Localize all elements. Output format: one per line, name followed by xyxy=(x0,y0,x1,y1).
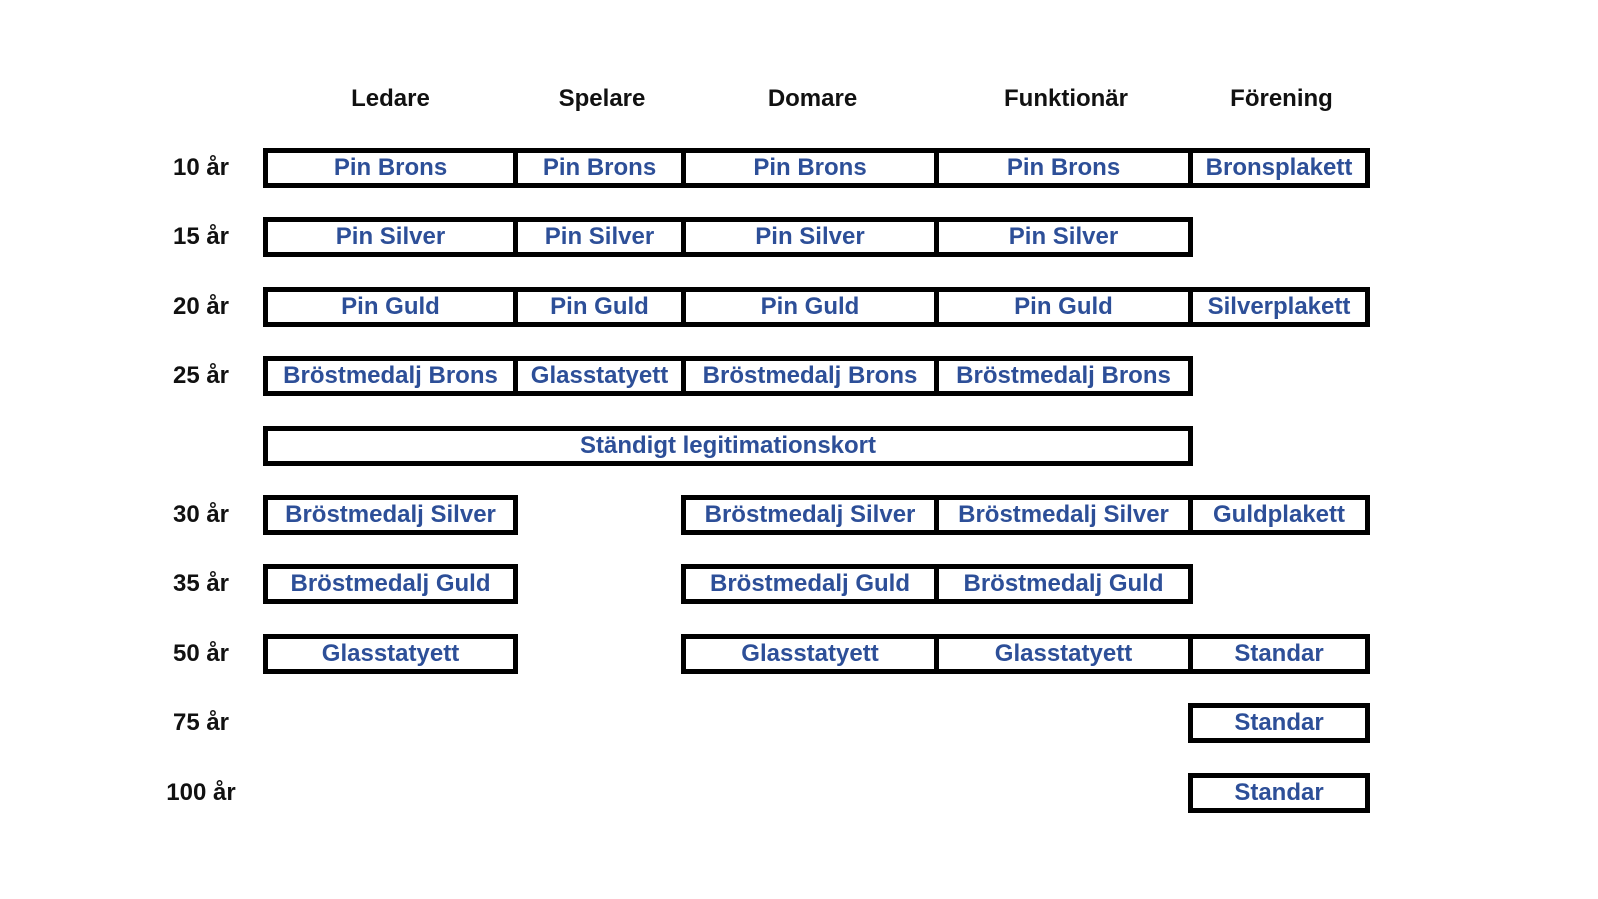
year-label: 10 år xyxy=(172,154,230,181)
award-cell-forening: Standar xyxy=(1188,703,1370,743)
award-cell-spelare: Pin Guld xyxy=(513,287,686,327)
award-cell-ledare: Pin Silver xyxy=(263,217,518,257)
award-label: Pin Silver xyxy=(544,223,655,250)
award-cell-forening: Standar xyxy=(1188,773,1370,813)
year-label: 75 år xyxy=(172,709,230,736)
award-cell-ledare: Bröstmedalj Silver xyxy=(263,495,518,535)
award-cell-forening: Guldplakett xyxy=(1188,495,1370,535)
award-label: Pin Brons xyxy=(333,154,448,181)
award-label: Pin Guld xyxy=(341,293,440,320)
award-label: Pin Guld xyxy=(1014,293,1113,320)
award-cell-forening: Silverplakett xyxy=(1188,287,1370,327)
year-label: 100 år xyxy=(166,779,236,806)
award-cell-funktionar: Pin Brons xyxy=(934,148,1193,188)
year-label: 20 år xyxy=(172,293,230,320)
award-cell-domare: Pin Brons xyxy=(681,148,939,188)
award-cell-domare: Bröstmedalj Brons xyxy=(681,356,939,396)
award-label: Bröstmedalj Silver xyxy=(704,501,916,528)
column-header-ledare: Ledare xyxy=(351,85,430,112)
award-label: Standar xyxy=(1234,779,1324,806)
award-label: Guldplakett xyxy=(1212,501,1345,528)
award-label: Pin Brons xyxy=(1006,154,1121,181)
award-label: Pin Guld xyxy=(550,293,649,320)
award-cell-funktionar: Pin Silver xyxy=(934,217,1193,257)
award-label: Pin Silver xyxy=(755,223,865,250)
year-label: 35 år xyxy=(172,570,230,597)
award-cell-funktionar: Bröstmedalj Brons xyxy=(934,356,1193,396)
award-label: Glasstatyett xyxy=(530,362,669,389)
award-cell-domare: Bröstmedalj Silver xyxy=(681,495,939,535)
year-label: 30 år xyxy=(172,501,230,528)
award-label: Glasstatyett xyxy=(321,640,460,667)
award-label: Glasstatyett xyxy=(741,640,879,667)
award-label: Standar xyxy=(1234,709,1324,736)
award-cell-funktionar: Pin Guld xyxy=(934,287,1193,327)
column-header-spelare: Spelare xyxy=(558,85,646,112)
award-label: Pin Brons xyxy=(753,154,867,181)
award-label: Glasstatyett xyxy=(994,640,1133,667)
award-cell-domare: Bröstmedalj Guld xyxy=(681,564,939,604)
award-label: Pin Guld xyxy=(760,293,860,320)
award-cell-domare: Pin Silver xyxy=(681,217,939,257)
award-cell-funktionar: Glasstatyett xyxy=(934,634,1193,674)
award-label: Bröstmedalj Silver xyxy=(285,501,496,528)
award-label: Silverplakett xyxy=(1207,293,1351,320)
award-label: Pin Brons xyxy=(542,154,657,181)
column-header-forening: Förening xyxy=(1230,85,1333,112)
award-cell-funktionar: Bröstmedalj Silver xyxy=(934,495,1193,535)
award-label: Bröstmedalj Guld xyxy=(963,570,1164,597)
award-label: Pin Silver xyxy=(1008,223,1119,250)
award-cell-forening: Bronsplakett xyxy=(1188,148,1370,188)
column-header-funktionar: Funktionär xyxy=(1004,85,1128,112)
year-label: 25 år xyxy=(172,362,230,389)
award-cell-ledare: Glasstatyett xyxy=(263,634,518,674)
award-cell-domare: Glasstatyett xyxy=(681,634,939,674)
year-label: 15 år xyxy=(172,223,230,250)
award-cell-domare: Pin Guld xyxy=(681,287,939,327)
award-cell-spelare: Pin Brons xyxy=(513,148,686,188)
award-cell-funktionar: Bröstmedalj Guld xyxy=(934,564,1193,604)
award-label: Bröstmedalj Brons xyxy=(283,362,498,389)
award-label: Ständigt legitimationskort xyxy=(579,432,876,459)
award-cell-forening: Standar xyxy=(1188,634,1370,674)
column-header-domare: Domare xyxy=(767,85,858,112)
award-label: Bröstmedalj Guld xyxy=(290,570,491,597)
award-label: Bröstmedalj Brons xyxy=(702,362,918,389)
award-label: Standar xyxy=(1234,640,1324,667)
award-cell-ledare: Pin Guld xyxy=(263,287,518,327)
award-label: Pin Silver xyxy=(335,223,446,250)
award-cell-spelare: Pin Silver xyxy=(513,217,686,257)
award-label: Bröstmedalj Brons xyxy=(956,362,1171,389)
year-label: 50 år xyxy=(172,640,230,667)
award-cell-spelare: Glasstatyett xyxy=(513,356,686,396)
award-cell-ledare: Bröstmedalj Guld xyxy=(263,564,518,604)
award-cell-ledare: Bröstmedalj Brons xyxy=(263,356,518,396)
award-label: Bronsplakett xyxy=(1205,154,1353,181)
award-cell-wide: Ständigt legitimationskort xyxy=(263,426,1193,466)
award-cell-ledare: Pin Brons xyxy=(263,148,518,188)
award-label: Bröstmedalj Guld xyxy=(709,570,911,597)
award-label: Bröstmedalj Silver xyxy=(958,501,1169,528)
